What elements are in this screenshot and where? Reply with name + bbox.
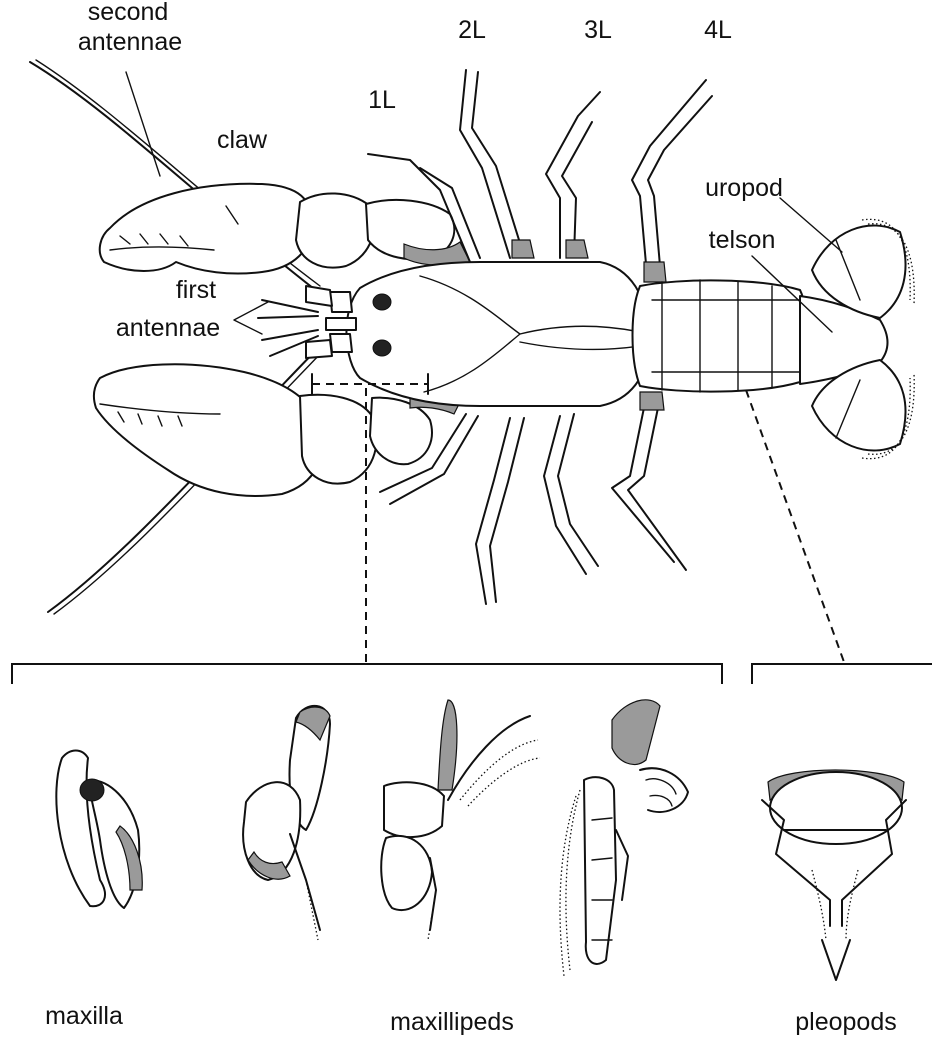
label-maxilla: maxilla (45, 1002, 123, 1030)
label-first-antennae: first (176, 276, 216, 304)
maxilliped-2-drawing (381, 700, 540, 940)
label-leg-4: 4L (704, 16, 732, 44)
maxilla-drawing (56, 751, 142, 909)
brackets (12, 664, 932, 684)
label-claw: claw (217, 126, 268, 154)
label-leg-2: 2L (458, 16, 486, 44)
abdomen-drawing (633, 280, 808, 392)
label-leg-1: 1L (368, 86, 396, 114)
label-uropod: uropod (705, 174, 783, 202)
pleopods-drawing (762, 770, 906, 980)
label-maxillipeds: maxillipeds (390, 1008, 514, 1036)
label-leg-3: 3L (584, 16, 612, 44)
tail-fan-drawing (800, 219, 914, 458)
maxilliped-1-drawing (243, 706, 330, 940)
label-telson: telson (709, 226, 776, 254)
upper-claw-drawing (100, 184, 470, 274)
label-first-antennae-line2: antennae (116, 314, 220, 342)
label-second-antennae: second (88, 0, 169, 26)
label-second-antennae-line2: antennae (78, 28, 182, 56)
maxilliped-3-drawing (560, 700, 688, 976)
label-pleopods: pleopods (795, 1008, 896, 1036)
